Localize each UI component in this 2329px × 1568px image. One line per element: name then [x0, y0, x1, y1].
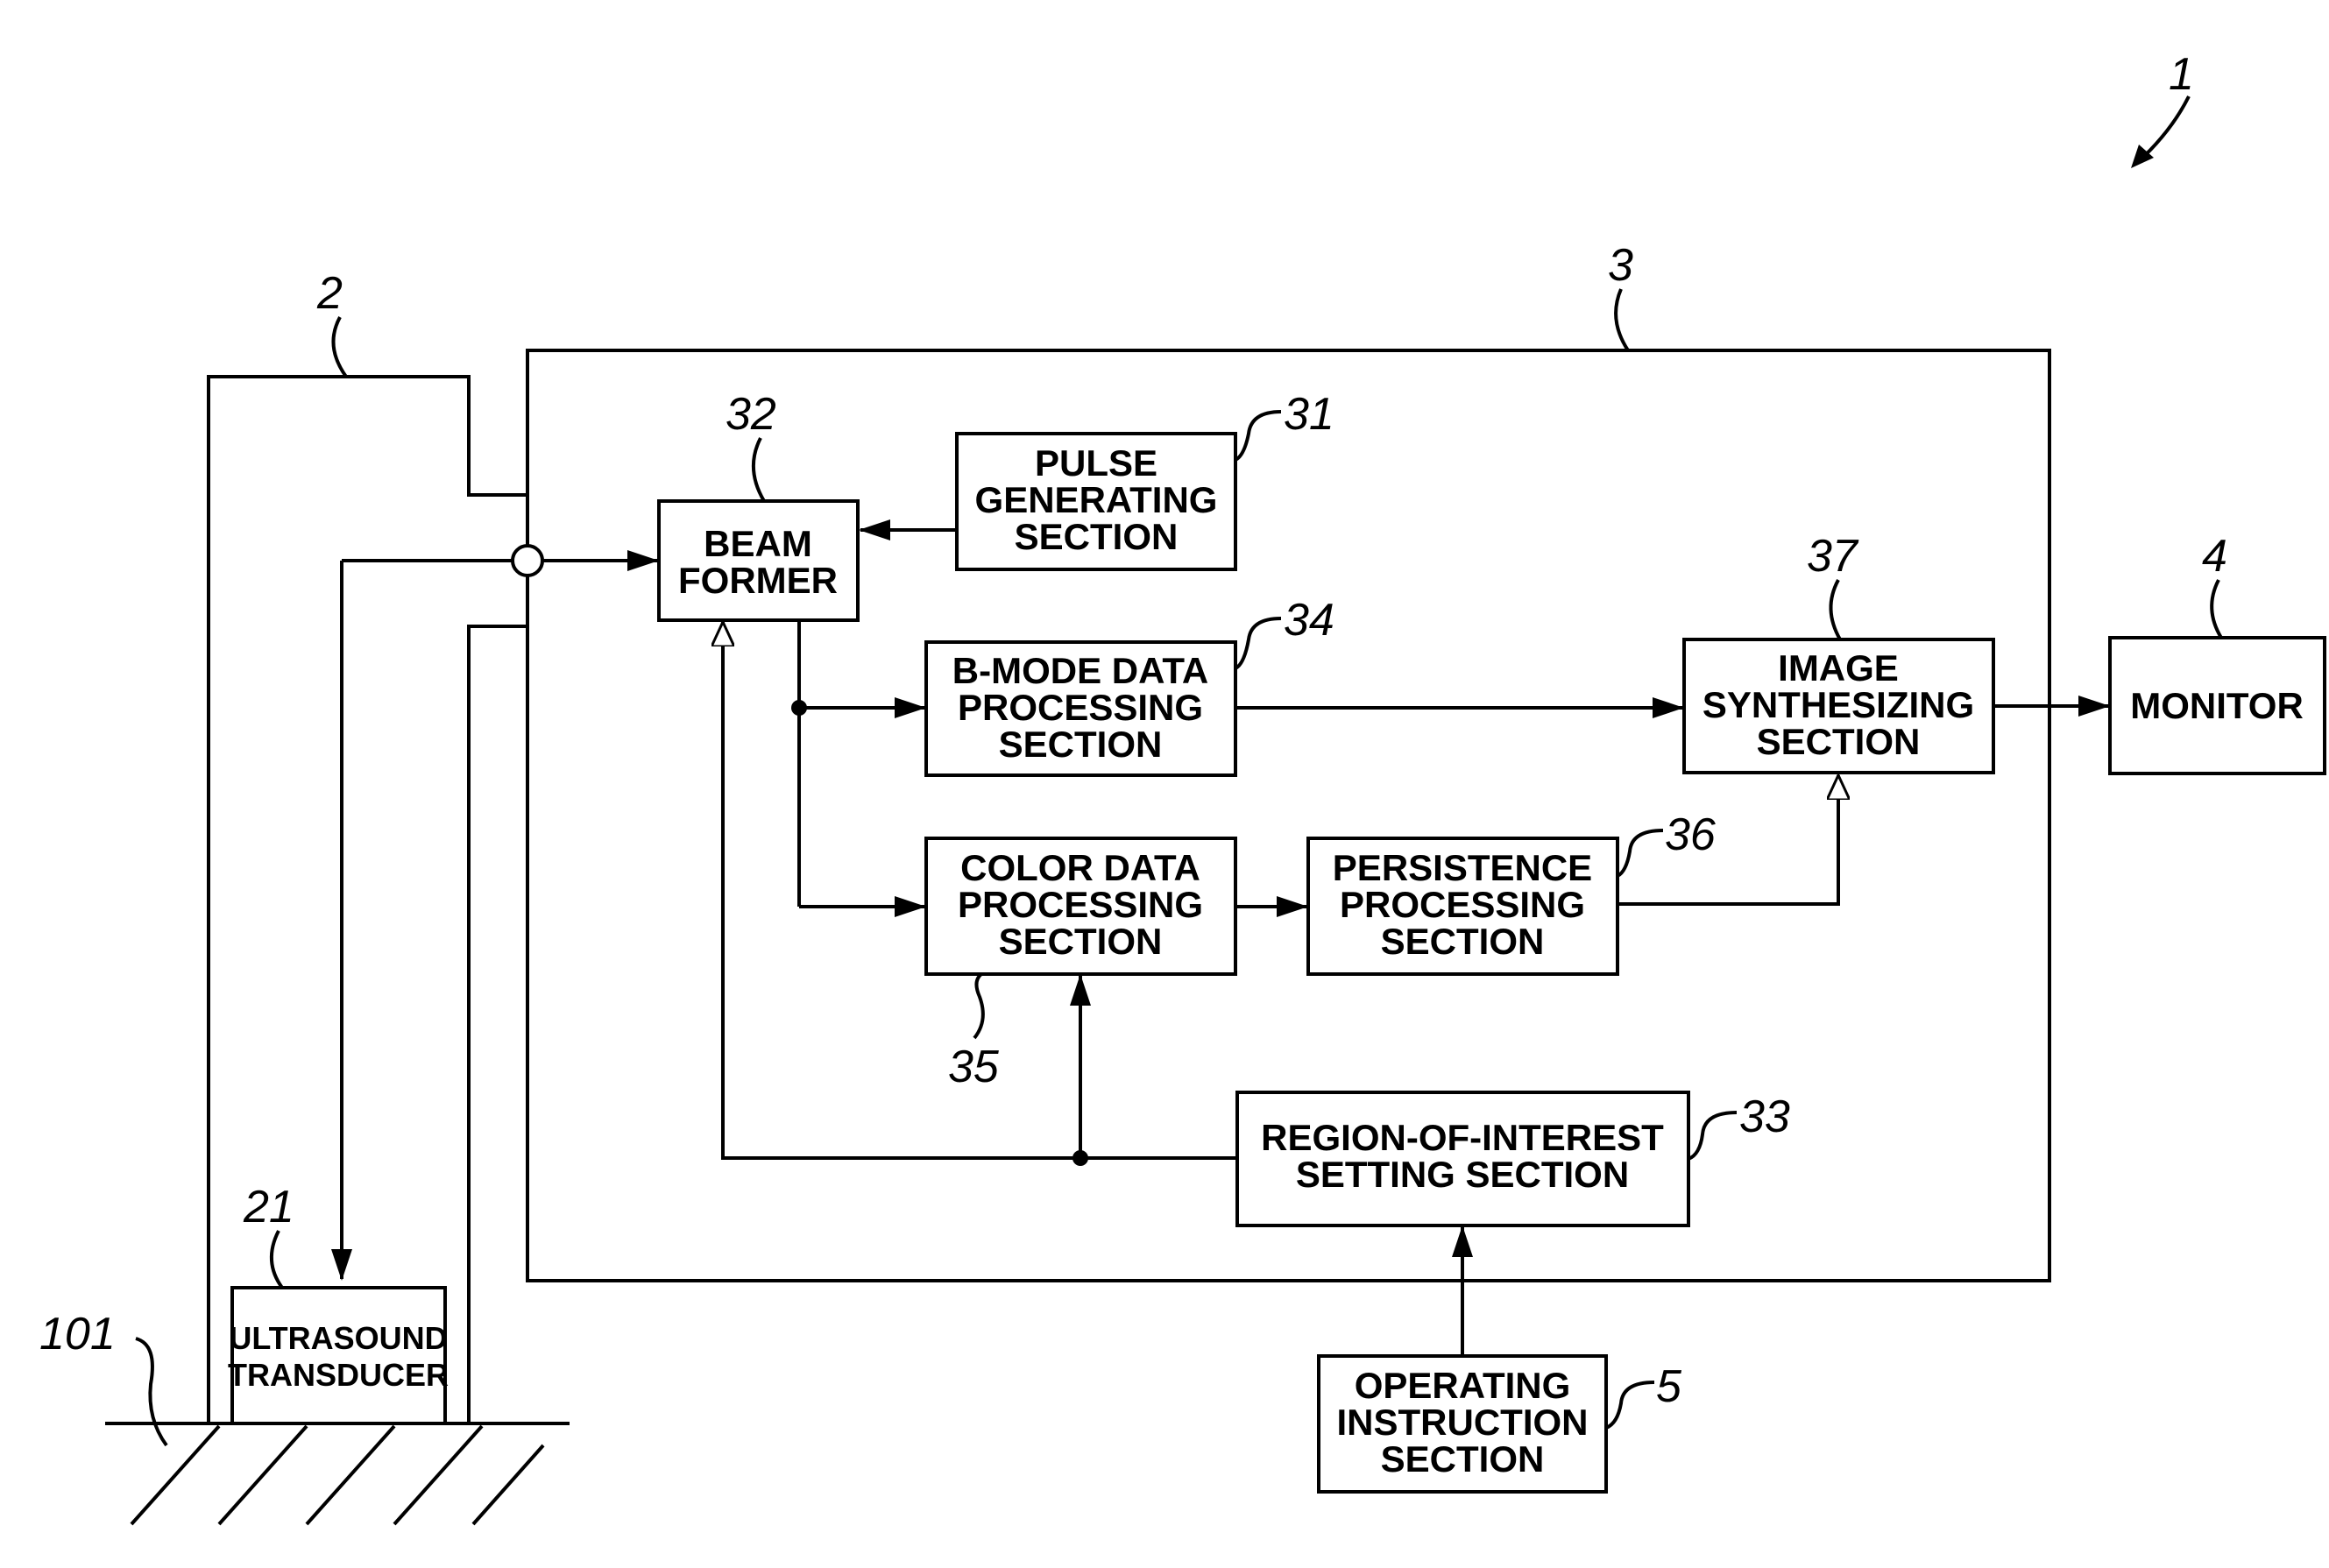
transducer-ref-leader [272, 1231, 282, 1288]
pulse-generating-ref-label: 31 [1284, 389, 1334, 440]
main-unit-ref-leader [1616, 289, 1628, 350]
pulse-generating-label-line3: SECTION [1015, 516, 1179, 557]
beam-former-block: BEAM FORMER 32 [659, 389, 858, 620]
persistence-to-synth-arrow [1618, 775, 1838, 904]
beam-former-label-line2: FORMER [678, 560, 838, 601]
image-synthesizing-block: IMAGE SYNTHESIZING SECTION 37 [1684, 531, 1993, 773]
persistence-processing-ref-leader [1618, 830, 1663, 876]
beam-former-ref-label: 32 [726, 389, 776, 440]
beam-former-ref-leader [754, 438, 764, 501]
color-processing-label-line1: COLOR DATA [960, 847, 1200, 888]
color-processing-label-line3: SECTION [999, 921, 1163, 962]
bmode-processing-ref-leader [1235, 618, 1281, 668]
image-synthesizing-label-line2: SYNTHESIZING [1703, 684, 1974, 725]
probe-outline-top [209, 377, 527, 1423]
pulse-generating-label-line2: GENERATING [975, 479, 1218, 520]
bmode-processing-ref-label: 34 [1284, 595, 1334, 646]
image-synthesizing-label-line1: IMAGE [1778, 647, 1899, 689]
hatch-line [131, 1426, 219, 1524]
hatch-line [219, 1426, 307, 1524]
probe-outline-right [469, 626, 527, 1423]
image-synthesizing-ref-label: 37 [1807, 531, 1859, 582]
transducer-ref-label: 21 [243, 1182, 294, 1233]
pulse-generating-label-line1: PULSE [1035, 442, 1157, 484]
color-processing-label-line2: PROCESSING [958, 884, 1203, 925]
operating-instruction-block: OPERATING INSTRUCTION SECTION 5 [1319, 1356, 1682, 1492]
probe-signal-lines [342, 546, 657, 1279]
monitor-ref-leader [2212, 580, 2221, 638]
hatch-line [307, 1426, 394, 1524]
ultrasound-transducer-label-line1: ULTRASOUND [229, 1320, 447, 1356]
persistence-processing-label-line3: SECTION [1381, 921, 1545, 962]
operating-instruction-ref-label: 5 [1656, 1361, 1682, 1412]
roi-setting-label-line2: SETTING SECTION [1296, 1154, 1629, 1195]
image-synthesizing-ref-leader [1830, 580, 1840, 639]
operating-instruction-label-line1: OPERATING [1355, 1365, 1571, 1406]
figure-reference: 1 [2131, 49, 2194, 168]
persistence-processing-ref-label: 36 [1665, 809, 1716, 860]
hatch-line [394, 1426, 482, 1524]
subject-ref-label: 101 [39, 1309, 116, 1360]
bmode-processing-label-line1: B-MODE DATA [952, 650, 1208, 691]
ultrasound-transducer-block: ULTRASOUND TRANSDUCER 21 [228, 1182, 449, 1423]
monitor-block: MONITOR 4 [2110, 531, 2325, 773]
bmode-processing-label-line3: SECTION [999, 724, 1163, 765]
beam-former-label-line1: BEAM [704, 523, 812, 564]
operating-instruction-ref-leader [1606, 1382, 1654, 1428]
color-processing-ref-label: 35 [948, 1042, 1000, 1092]
probe-housing: 2 [209, 268, 527, 1423]
probe-ref-label: 2 [316, 268, 343, 319]
monitor-ref-label: 4 [2202, 531, 2227, 582]
pulse-generating-ref-leader [1235, 412, 1281, 460]
persistence-processing-label-line1: PERSISTENCE [1333, 847, 1592, 888]
figure-ref-label: 1 [2169, 49, 2194, 100]
roi-setting-block: REGION-OF-INTEREST SETTING SECTION 33 [1237, 1091, 1790, 1225]
roi-setting-label-line1: REGION-OF-INTEREST [1261, 1117, 1664, 1158]
probe-ref-leader [333, 317, 346, 377]
main-unit-ref-label: 3 [1608, 240, 1633, 291]
image-synthesizing-label-line3: SECTION [1757, 721, 1921, 762]
persistence-processing-block: PERSISTENCE PROCESSING SECTION 36 [1308, 809, 1716, 974]
hatch-line [473, 1445, 543, 1524]
connector-node [513, 546, 542, 576]
operating-instruction-label-line2: INSTRUCTION [1337, 1402, 1589, 1443]
persistence-processing-label-line2: PROCESSING [1340, 884, 1585, 925]
operating-instruction-label-line3: SECTION [1381, 1438, 1545, 1480]
pulse-generating-block: PULSE GENERATING SECTION 31 [860, 389, 1334, 569]
bmode-processing-block: B-MODE DATA PROCESSING SECTION 34 [926, 595, 1334, 775]
ultrasound-transducer-label-line2: TRANSDUCER [228, 1357, 449, 1393]
subject-ref-leader [136, 1338, 166, 1445]
roi-setting-ref-leader [1688, 1112, 1737, 1159]
roi-setting-ref-label: 33 [1739, 1091, 1790, 1142]
bmode-processing-label-line2: PROCESSING [958, 687, 1203, 728]
monitor-label: MONITOR [2130, 685, 2304, 726]
color-processing-ref-leader [974, 974, 983, 1038]
